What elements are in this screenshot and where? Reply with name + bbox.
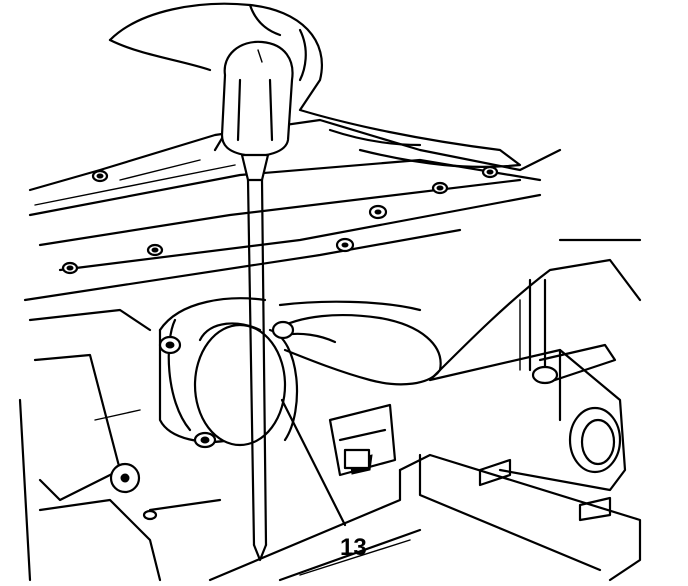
flange-bolt — [431, 181, 449, 195]
callout-label: 13 — [340, 534, 367, 561]
upper-hand — [108, 2, 522, 168]
flange-bolt — [146, 243, 164, 257]
screwdriver — [220, 40, 294, 562]
upper-cover-assembly — [23, 118, 562, 302]
flange-bolt — [61, 261, 79, 275]
flange-bolt — [481, 165, 499, 179]
flange-bolt — [368, 204, 388, 220]
flange-bolt — [335, 237, 355, 253]
callout-leader-line — [280, 398, 347, 527]
clamp-bolt — [193, 431, 217, 449]
clamped-cylinder — [158, 297, 299, 449]
clamp-bolt — [158, 335, 182, 355]
flange-bolt — [91, 169, 109, 183]
transmission-case — [18, 238, 642, 582]
lower-hand — [271, 300, 442, 386]
